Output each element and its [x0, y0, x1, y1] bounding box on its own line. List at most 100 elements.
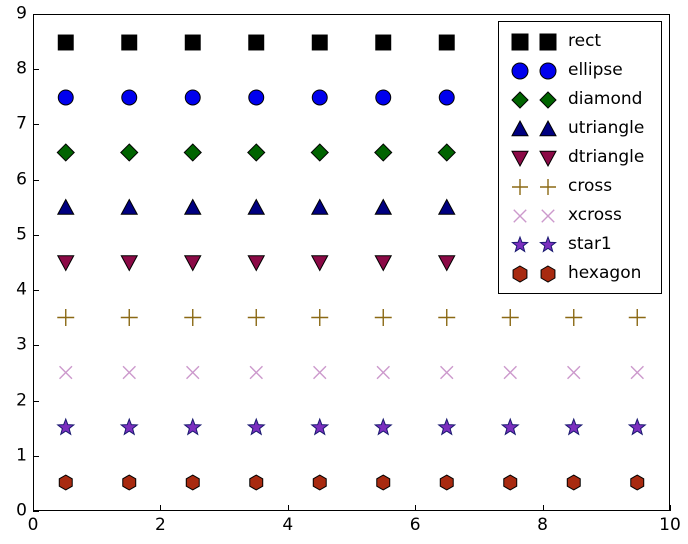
- legend-marker-hexagon-icon: [534, 260, 562, 288]
- series-ellipse: [57, 89, 455, 106]
- data-point: [186, 365, 200, 380]
- data-point: [56, 143, 75, 162]
- data-point: [311, 309, 329, 326]
- data-point: [57, 89, 74, 106]
- data-point: [121, 34, 138, 51]
- data-point: [628, 309, 646, 326]
- data-point: [247, 198, 266, 215]
- y-tick-mark: [33, 345, 39, 347]
- data-point: [310, 417, 330, 436]
- data-point: [59, 365, 73, 380]
- data-point: [248, 34, 265, 51]
- data-point: [566, 474, 581, 491]
- legend-marker-square-icon: [506, 28, 534, 56]
- y-tick-label: 6: [16, 169, 27, 190]
- data-point: [120, 255, 139, 272]
- series-utriangle: [56, 198, 456, 215]
- legend-item-star1[interactable]: star1: [506, 230, 654, 259]
- y-tick-label: 8: [16, 58, 27, 79]
- legend-item-rect[interactable]: rect: [506, 27, 654, 56]
- data-point: [247, 255, 266, 272]
- data-point: [374, 309, 392, 326]
- scatter-marker-layer: [56, 34, 647, 491]
- legend-item-xcross[interactable]: xcross: [506, 201, 654, 230]
- data-point: [501, 309, 519, 326]
- legend-item-diamond[interactable]: diamond: [506, 85, 654, 114]
- x-tick-mark: [542, 505, 544, 511]
- data-point: [437, 198, 456, 215]
- data-point: [374, 255, 393, 272]
- data-point: [184, 309, 202, 326]
- data-point: [183, 417, 203, 436]
- legend-item-ellipse[interactable]: ellipse: [506, 56, 654, 85]
- data-point: [248, 89, 265, 106]
- data-point: [503, 365, 517, 380]
- legend-label: utriangle: [568, 118, 645, 138]
- data-point: [122, 474, 137, 491]
- series-rect: [57, 34, 455, 51]
- legend-item-hexagon[interactable]: hexagon: [506, 259, 654, 288]
- x-tick-mark: [415, 505, 417, 511]
- data-point: [56, 198, 75, 215]
- data-point: [249, 365, 263, 380]
- legend-item-dtriangle[interactable]: dtriangle: [506, 143, 654, 172]
- legend-marker-square-icon: [534, 28, 562, 56]
- y-tick-label: 9: [16, 3, 27, 24]
- y-tick-mark: [33, 400, 39, 402]
- data-point: [437, 417, 457, 436]
- data-point: [627, 417, 647, 436]
- legend-label: cross: [568, 176, 613, 196]
- data-point: [500, 417, 520, 436]
- data-point: [313, 365, 327, 380]
- x-tick-label: 0: [27, 515, 39, 535]
- data-point: [247, 309, 265, 326]
- data-point: [376, 474, 391, 491]
- data-point: [439, 474, 454, 491]
- data-point: [565, 309, 583, 326]
- series-star1: [56, 417, 647, 436]
- legend-marker-diamond-icon: [506, 86, 534, 114]
- data-point: [183, 143, 202, 162]
- data-point: [56, 255, 75, 272]
- data-point: [184, 34, 201, 51]
- series-cross: [57, 309, 646, 326]
- x-tick-mark: [33, 505, 34, 511]
- x-tick-label: 10: [659, 515, 681, 535]
- y-tick-label: 4: [16, 279, 27, 300]
- x-tick-mark: [160, 505, 162, 511]
- series-diamond: [56, 143, 456, 162]
- legend-label: dtriangle: [568, 147, 645, 167]
- data-point: [246, 417, 266, 436]
- data-point: [183, 198, 202, 215]
- legend-label: star1: [568, 234, 612, 254]
- series-hexagon: [58, 474, 645, 491]
- data-point: [374, 198, 393, 215]
- data-point: [373, 417, 393, 436]
- legend-item-utriangle[interactable]: utriangle: [506, 114, 654, 143]
- data-point: [375, 34, 392, 51]
- series-xcross: [59, 365, 644, 380]
- legend-marker-plus-icon: [506, 173, 534, 201]
- data-point: [437, 255, 456, 272]
- legend-marker-diamond-icon: [534, 86, 562, 114]
- data-point: [56, 417, 76, 436]
- data-point: [120, 143, 139, 162]
- data-point: [183, 255, 202, 272]
- y-tick-label: 3: [16, 334, 27, 355]
- legend-marker-plus-icon: [534, 173, 562, 201]
- x-tick-label: 2: [154, 515, 166, 535]
- legend-marker-star-icon: [534, 231, 562, 259]
- series-dtriangle: [56, 255, 456, 272]
- y-tick-mark: [33, 69, 39, 71]
- data-point: [122, 365, 136, 380]
- legend-item-cross[interactable]: cross: [506, 172, 654, 201]
- data-point: [247, 143, 266, 162]
- y-tick-mark: [33, 14, 39, 15]
- data-point: [57, 34, 74, 51]
- data-point: [57, 309, 75, 326]
- y-tick-label: 7: [16, 113, 27, 134]
- y-tick-mark: [33, 511, 39, 512]
- data-point: [438, 89, 455, 106]
- legend-label: diamond: [568, 89, 643, 109]
